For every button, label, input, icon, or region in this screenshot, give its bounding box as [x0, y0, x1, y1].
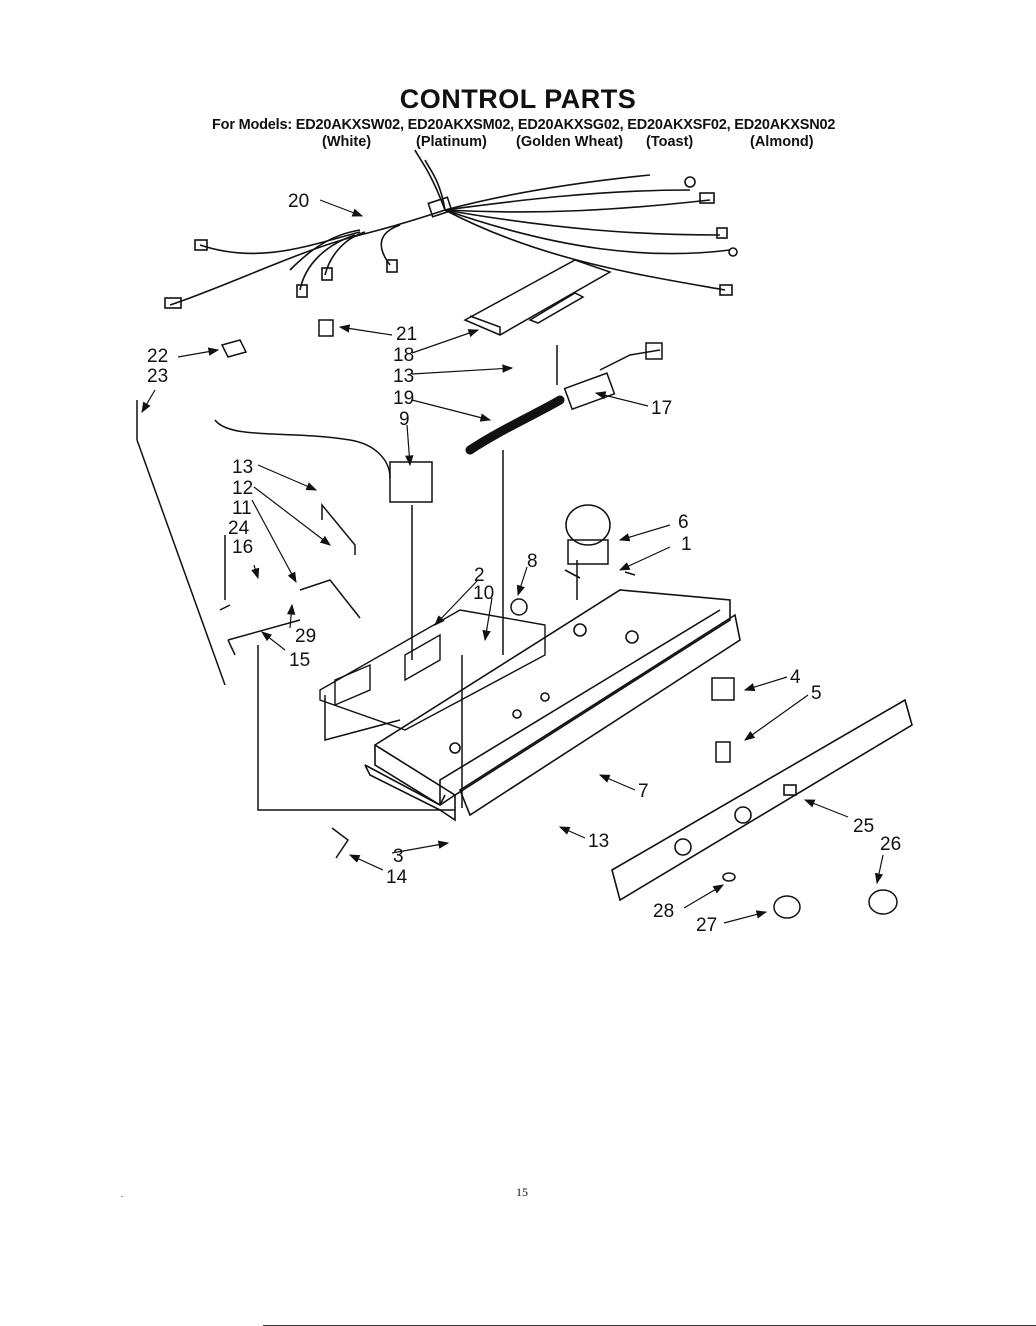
callout-7: 7	[638, 781, 649, 802]
color-toast: (Toast)	[646, 134, 694, 150]
scan-speck	[121, 1196, 123, 1197]
color-platinum: (Platinum)	[416, 134, 487, 150]
callout-11: 11	[232, 498, 252, 519]
shroud-cover	[463, 259, 612, 336]
callout-leaders	[141, 199, 884, 924]
callout-22: 22	[147, 346, 168, 367]
callout-28: 28	[653, 901, 674, 922]
callout-19: 19	[393, 388, 414, 409]
models-line: For Models: ED20AKXSW02, ED20AKXSM02, ED…	[212, 117, 836, 133]
callout-8: 8	[527, 551, 538, 572]
callout-3: 3	[393, 846, 404, 867]
callout-18: 18	[393, 345, 414, 366]
wiring-harness	[164, 149, 738, 309]
callout-26: 26	[880, 834, 901, 855]
callout-12: 12	[232, 478, 253, 499]
callout-23: 23	[147, 366, 168, 387]
callout-1: 1	[681, 534, 692, 555]
callout-14: 14	[386, 867, 408, 888]
callout-numbers: 20 21 18 22 23 13 19 17 9 13 12 11 24 16…	[147, 191, 901, 936]
callout-13: 13	[588, 831, 609, 852]
callout-10: 10	[473, 583, 494, 604]
control-housing	[364, 569, 741, 822]
callout-13: 13	[232, 457, 253, 478]
small-parts	[136, 319, 898, 919]
callout-9: 9	[399, 409, 410, 430]
callout-24: 24	[228, 518, 250, 539]
control-panel	[611, 698, 913, 902]
callout-2: 2	[474, 565, 485, 586]
page-title: CONTROL PARTS	[399, 84, 637, 114]
callout-13: 13	[393, 366, 414, 387]
color-golden-wheat: (Golden Wheat)	[516, 134, 624, 150]
callout-29: 29	[295, 626, 316, 647]
mounting-bracket	[319, 609, 546, 731]
callout-16: 16	[232, 537, 253, 558]
callout-6: 6	[678, 512, 689, 533]
page-number: 15	[516, 1185, 528, 1199]
callout-5: 5	[811, 683, 822, 704]
callout-15: 15	[289, 650, 310, 671]
color-almond: (Almond)	[750, 134, 814, 150]
callout-4: 4	[790, 667, 801, 688]
callout-21: 21	[396, 324, 417, 345]
callout-27: 27	[696, 915, 717, 936]
callout-17: 17	[651, 398, 672, 419]
color-white: (White)	[322, 134, 372, 150]
callout-25: 25	[853, 816, 874, 837]
callout-20: 20	[288, 191, 309, 212]
